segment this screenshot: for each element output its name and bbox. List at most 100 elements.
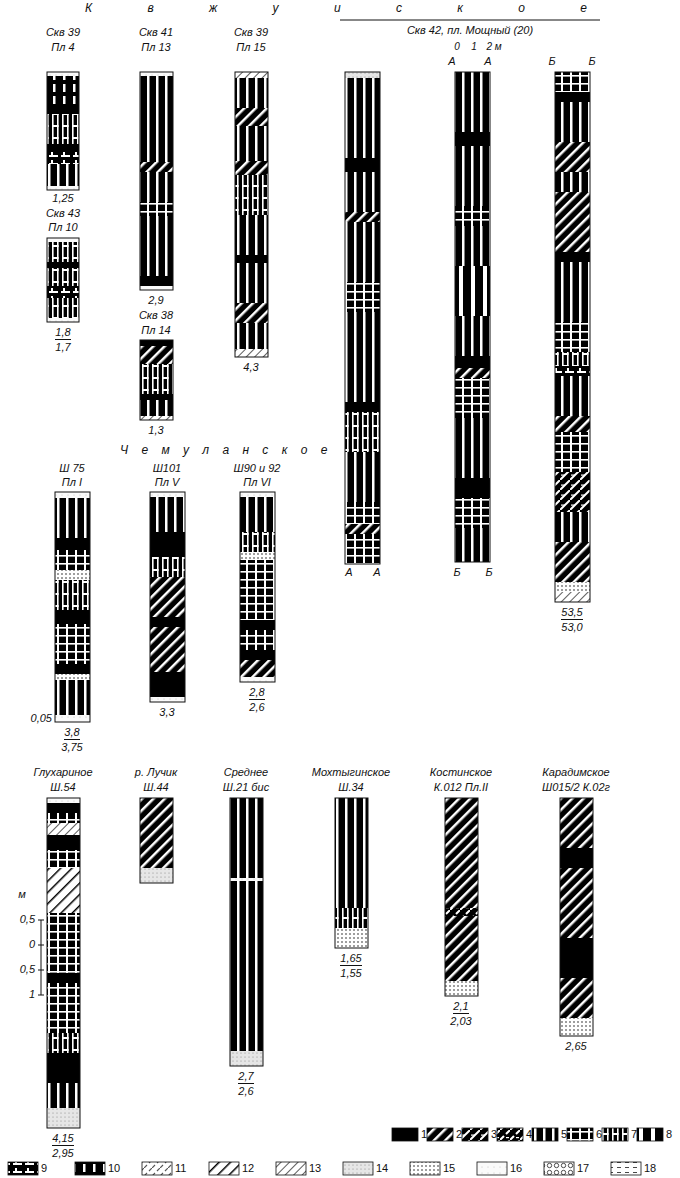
rock-layer xyxy=(345,158,380,172)
rock-layer xyxy=(150,557,185,577)
rock-layer xyxy=(455,146,490,206)
legend-number: 5 xyxy=(561,1128,567,1141)
column-outline xyxy=(235,72,268,357)
rock-layer xyxy=(47,242,79,262)
rock-layer xyxy=(235,161,268,175)
legend-swatch xyxy=(532,1128,558,1141)
rock-layer xyxy=(47,1053,80,1083)
column-label: 4,3 xyxy=(243,361,258,374)
rock-layer xyxy=(140,346,173,364)
column-label: Б xyxy=(548,55,555,68)
rock-layer xyxy=(345,502,380,524)
column-outline xyxy=(445,798,478,996)
rock-layer xyxy=(55,624,90,664)
rock-layer xyxy=(345,172,380,212)
legend-number: 4 xyxy=(526,1128,532,1141)
rock-layer xyxy=(140,172,173,202)
column-outline xyxy=(140,340,173,420)
rock-layer xyxy=(235,126,268,161)
rock-layer xyxy=(55,538,90,550)
column-label: 0 xyxy=(29,938,35,951)
rock-layer xyxy=(47,114,79,144)
column-label: 2,6 xyxy=(249,701,264,714)
column-label: 1,25 xyxy=(52,192,73,205)
column-label: Скв 43 xyxy=(46,207,80,220)
column-label: Ш.44 xyxy=(143,781,168,794)
rock-layer xyxy=(55,570,90,580)
legend-swatch xyxy=(142,1162,172,1175)
rock-layer xyxy=(555,472,590,512)
legend-swatch xyxy=(75,1162,105,1175)
rock-layer xyxy=(445,981,478,996)
rock-layer xyxy=(230,878,263,881)
rock-layer xyxy=(555,582,590,592)
rock-layer xyxy=(555,322,590,352)
column-label: Пл 13 xyxy=(141,41,170,54)
legend-number: 1 xyxy=(421,1128,427,1141)
depth-scale xyxy=(38,920,44,995)
rock-layer xyxy=(455,378,490,418)
rock-layer xyxy=(345,78,380,158)
rock-layer xyxy=(345,452,380,502)
rock-layer xyxy=(345,524,380,534)
rock-layer xyxy=(555,542,590,582)
column-outline xyxy=(47,798,80,1128)
column-label: 53,0 xyxy=(561,621,582,634)
rock-layer xyxy=(345,222,380,282)
legend-number: 9 xyxy=(41,1162,47,1175)
column-label: 3,3 xyxy=(159,706,174,719)
rock-layer xyxy=(455,206,490,226)
column-outline xyxy=(150,492,185,702)
column-label: Скв 38 xyxy=(139,309,173,322)
header-rule xyxy=(340,20,600,21)
rock-layer xyxy=(140,216,173,276)
rock-layer xyxy=(47,286,79,298)
column-label: Б xyxy=(485,566,492,579)
column-label: Скв 42, пл. Мощный (20) xyxy=(407,24,533,37)
rock-layer xyxy=(235,303,268,323)
column-label: А xyxy=(345,566,352,579)
column-label: Глухариное xyxy=(33,766,92,779)
column-label: 4,15 xyxy=(52,1132,73,1146)
rock-layer xyxy=(240,630,275,650)
rock-layer xyxy=(47,144,79,150)
rock-layer xyxy=(345,412,380,452)
legend-number: 7 xyxy=(631,1128,637,1141)
legend-swatch xyxy=(477,1162,507,1175)
rock-layer xyxy=(47,850,80,868)
rock-layer xyxy=(455,418,490,478)
rock-layer xyxy=(560,938,593,978)
column-label: А xyxy=(448,55,455,68)
column-outline xyxy=(560,798,593,1036)
rock-layer xyxy=(345,534,380,564)
rock-layer xyxy=(560,1018,593,1036)
column-label: 3,75 xyxy=(61,741,82,754)
rock-layer xyxy=(47,798,80,803)
rock-layer xyxy=(47,913,80,973)
legend-swatch xyxy=(343,1162,373,1175)
rock-layer xyxy=(240,552,275,560)
column-label: Ш.21 бис xyxy=(223,781,269,794)
rock-layer xyxy=(140,286,173,290)
legend-swatch xyxy=(392,1128,418,1141)
rock-layer xyxy=(140,162,173,172)
rock-layer xyxy=(555,172,590,192)
column-label: 2,6 xyxy=(238,1085,253,1098)
rock-layer xyxy=(445,916,478,981)
column-label: 1,7 xyxy=(55,341,70,354)
rock-layer xyxy=(555,416,590,432)
rock-layer xyxy=(150,497,185,532)
column-label: 2,7 xyxy=(238,1070,253,1084)
rock-layer xyxy=(55,610,90,624)
rock-layer xyxy=(555,592,590,602)
rock-layer xyxy=(555,252,590,262)
rock-layer xyxy=(335,798,368,908)
rock-layer xyxy=(47,1108,80,1128)
legend-swatch xyxy=(462,1128,488,1141)
legend-swatch xyxy=(427,1128,453,1141)
rock-layer xyxy=(240,532,275,552)
rock-layer xyxy=(555,192,590,252)
column-label: Скв 39 xyxy=(46,26,80,39)
rock-layer xyxy=(455,132,490,146)
rock-layer xyxy=(47,164,79,186)
